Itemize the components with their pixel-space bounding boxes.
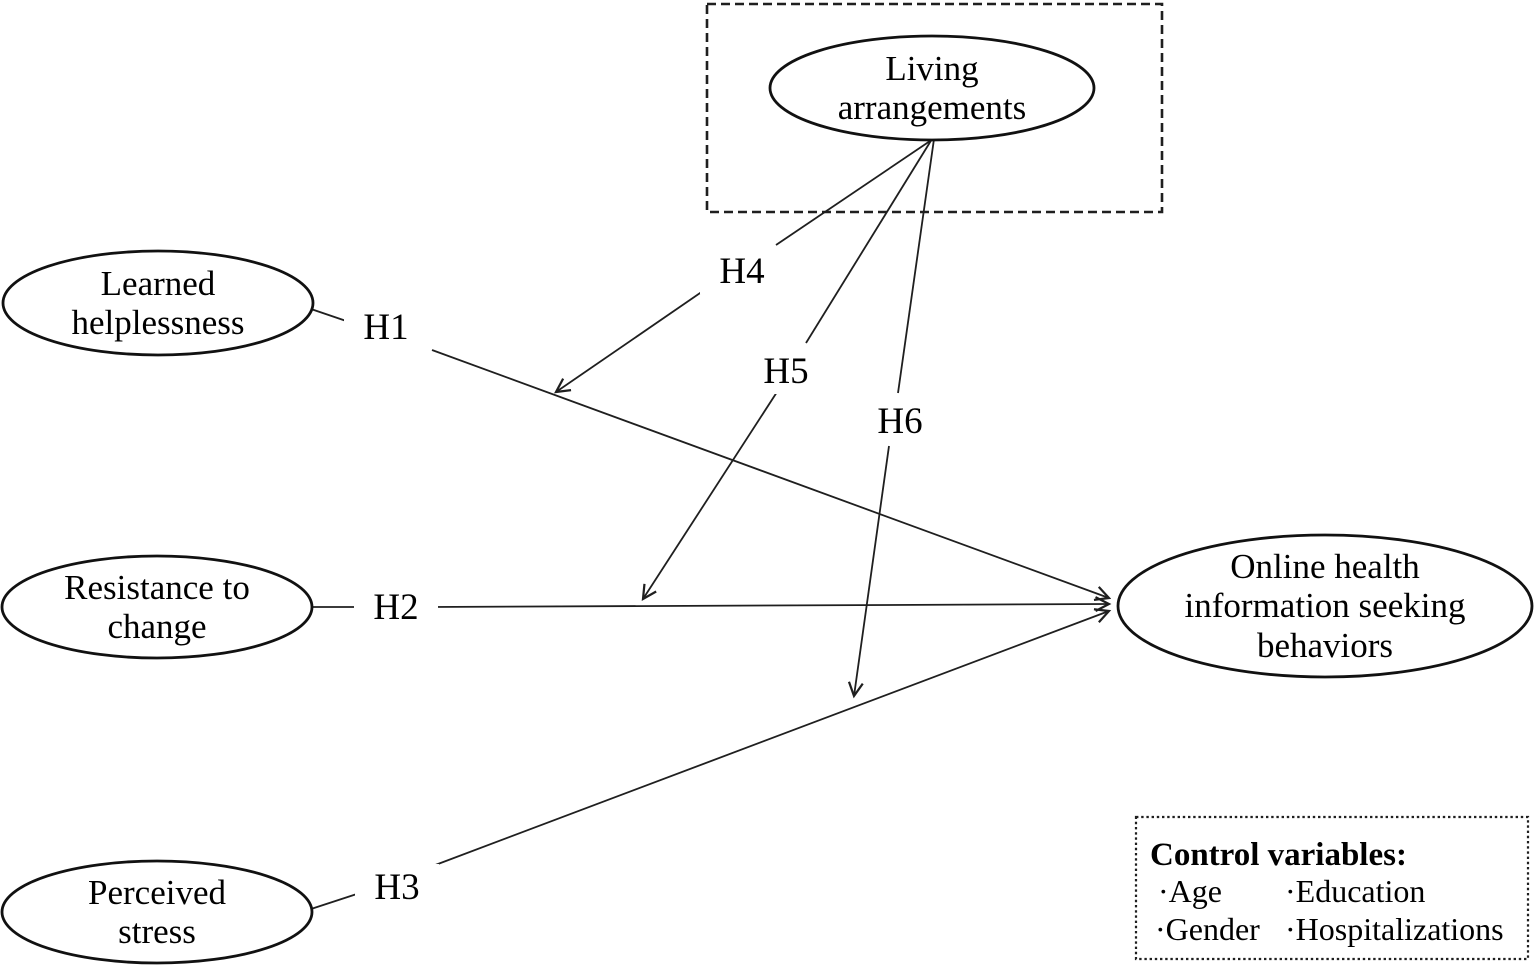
h1-label: H1	[344, 304, 428, 350]
control-variable-education: ·Education	[1285, 873, 1426, 909]
h2-arrow	[427, 604, 1109, 607]
node-label-learned-helplessness: Learned helplessness	[71, 263, 245, 342]
moderator-dashed-box	[705, 2, 1164, 214]
control-variable-hospitalizations: ·Hospitalizations	[1285, 911, 1504, 947]
h5-label: H5	[744, 348, 828, 394]
node-perceived-stress-ellipse	[0, 859, 314, 965]
h4-label: H4	[700, 248, 784, 294]
node-label-resistance-to-change: Resistance to change	[64, 567, 250, 646]
h6-arrow	[854, 445, 890, 696]
node-resistance-to-change-ellipse	[0, 554, 314, 660]
node-learned-helplessness-ellipse	[1, 249, 315, 357]
h6-line-start	[897, 138, 935, 394]
node-label-perceived-stress: Perceived stress	[88, 872, 226, 951]
node-label-online-health: Online health information seeking behavi…	[1184, 547, 1466, 665]
h3-arrow	[429, 611, 1109, 868]
h3-label: H3	[355, 864, 439, 910]
h4-line-start	[775, 138, 934, 246]
h4-arrow	[556, 290, 704, 392]
node-label-living-arrangements: Living arrangements	[837, 48, 1027, 127]
node-living-arrangements-ellipse	[768, 34, 1096, 142]
control-variable-age: ·Age	[1158, 873, 1222, 909]
control-variables-title: Control variables:	[1150, 837, 1407, 873]
control-variables-box	[1134, 815, 1530, 961]
control-variable-gender: ·Gender	[1155, 911, 1260, 947]
h1-arrow	[431, 349, 1109, 598]
h5-line-start	[805, 138, 933, 344]
node-online-health-ellipse	[1116, 533, 1534, 679]
h2-label: H2	[354, 584, 438, 630]
h6-label: H6	[858, 398, 942, 444]
h5-arrow	[643, 391, 778, 599]
